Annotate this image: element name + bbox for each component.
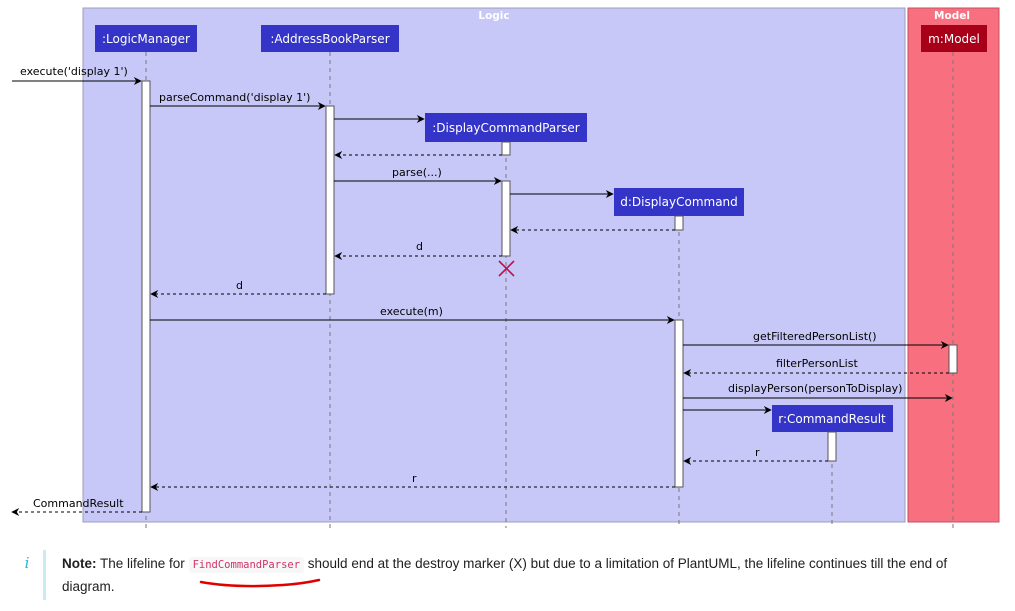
participant-address-book-parser-label: :AddressBookParser: [270, 32, 389, 46]
info-icon: i: [24, 554, 30, 572]
activation-display-command-1: [674, 215, 684, 231]
msg-return-r-1-label: r: [755, 446, 760, 459]
msg-command-result-label: CommandResult: [33, 497, 124, 510]
note-text-before: The lifeline for: [96, 556, 189, 571]
sequence-diagram: Logic Model :LogicManager :AddressBookPa…: [11, 7, 1000, 528]
note-text: Note: The lifeline for FindCommandParser…: [62, 553, 1002, 598]
participant-logic-manager-label: :LogicManager: [102, 32, 190, 46]
msg-parse-command-label: parseCommand('display 1'): [159, 91, 310, 104]
msg-display-person-label: displayPerson(personToDisplay): [728, 382, 902, 395]
msg-return-r-2-label: r: [412, 472, 417, 485]
activation-command-result: [827, 431, 837, 462]
note-code: FindCommandParser: [188, 557, 305, 573]
note-text-after: should end at the destroy marker (X) but…: [62, 556, 948, 594]
activation-display-command-parser-1: [501, 141, 511, 156]
msg-parse-label: parse(...): [392, 166, 442, 179]
model-frame-title: Model: [934, 10, 970, 22]
participant-address-book-parser: [261, 25, 399, 52]
participant-display-command-parser: [425, 113, 587, 142]
msg-execute-display-label: execute('display 1'): [20, 65, 128, 78]
red-underline-annotation: [199, 578, 321, 588]
logic-frame-title: Logic: [478, 10, 509, 22]
participant-display-command-label: d:DisplayCommand: [620, 195, 738, 209]
msg-get-filtered-label: getFilteredPersonList(): [753, 330, 877, 343]
activation-display-command-2: [674, 319, 684, 488]
participant-logic-manager: [95, 25, 197, 52]
activation-display-command-parser-2: [501, 180, 511, 257]
logic-frame: [82, 7, 906, 523]
activation-model: [948, 344, 958, 374]
msg-filter-person-list-label: filterPersonList: [776, 357, 858, 370]
activation-address-book-parser: [325, 105, 335, 295]
activation-logic-manager: [141, 80, 151, 513]
msg-execute-m-label: execute(m): [380, 305, 443, 318]
note-callout: i Note: The lifeline for FindCommandPars…: [0, 540, 1015, 605]
note-accent-bar: [43, 550, 46, 600]
participant-model: [921, 25, 987, 52]
msg-return-d-1-label: d: [416, 240, 423, 253]
destroy-marker: [498, 260, 515, 277]
participant-model-label: m:Model: [928, 32, 980, 46]
participant-command-result: [772, 405, 893, 432]
msg-return-d-2-label: d: [236, 279, 243, 292]
note-label: Note:: [62, 556, 97, 571]
participant-command-result-label: r:CommandResult: [778, 412, 886, 426]
participant-display-command-parser-label: :DisplayCommandParser: [432, 121, 580, 135]
participant-display-command: [614, 188, 744, 216]
